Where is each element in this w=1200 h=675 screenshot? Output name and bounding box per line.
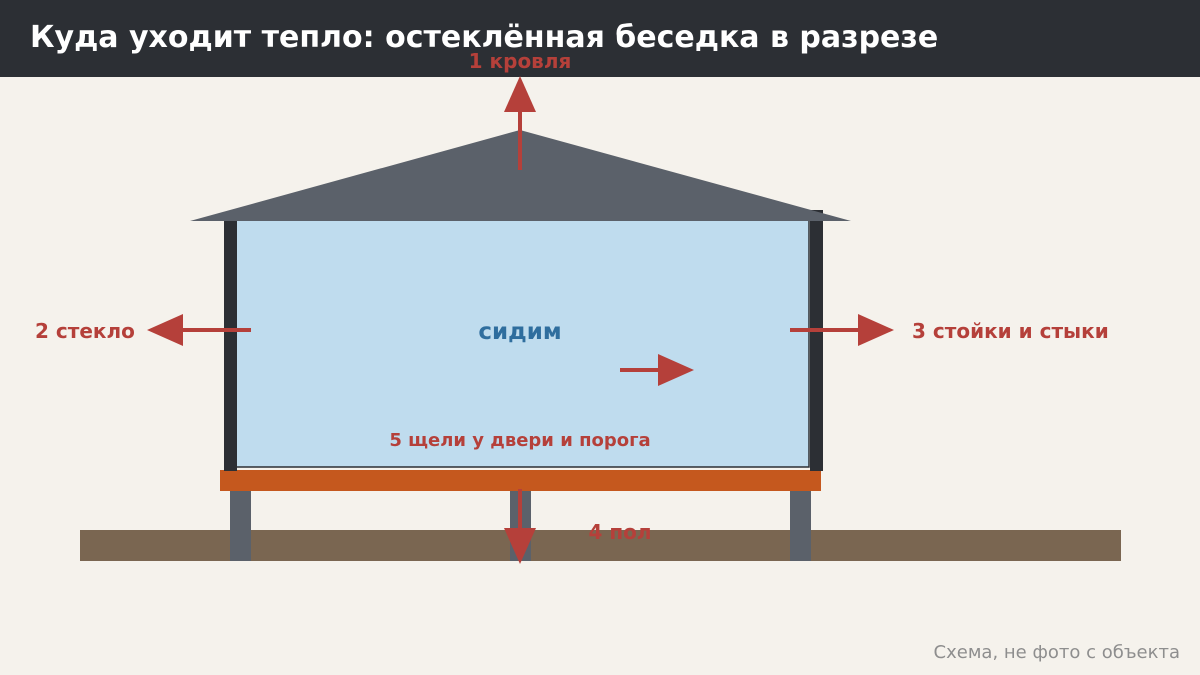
label-roof: 1 кровля [469,49,572,73]
page-title: Куда уходит тепло: остеклённая беседка в… [30,20,939,55]
label-floor: 4 пол [588,520,651,544]
post-right [810,210,823,471]
floor-beam [220,470,821,491]
footnote: Схема, не фото с объекта [933,642,1180,663]
glass-wall-panel [234,218,810,468]
label-center: сидим [478,319,561,345]
label-posts: 3 стойки и стыки [912,319,1109,343]
roof [190,130,851,221]
header-bar: Куда уходит тепло: остеклённая беседка в… [0,0,1200,77]
label-gaps: 5 щели у двери и порога [389,430,650,451]
ground-strip [80,530,1121,561]
label-glass: 2 стекло [35,319,135,343]
pile-left [230,489,251,561]
post-left [224,212,237,471]
pile-right [790,489,811,561]
